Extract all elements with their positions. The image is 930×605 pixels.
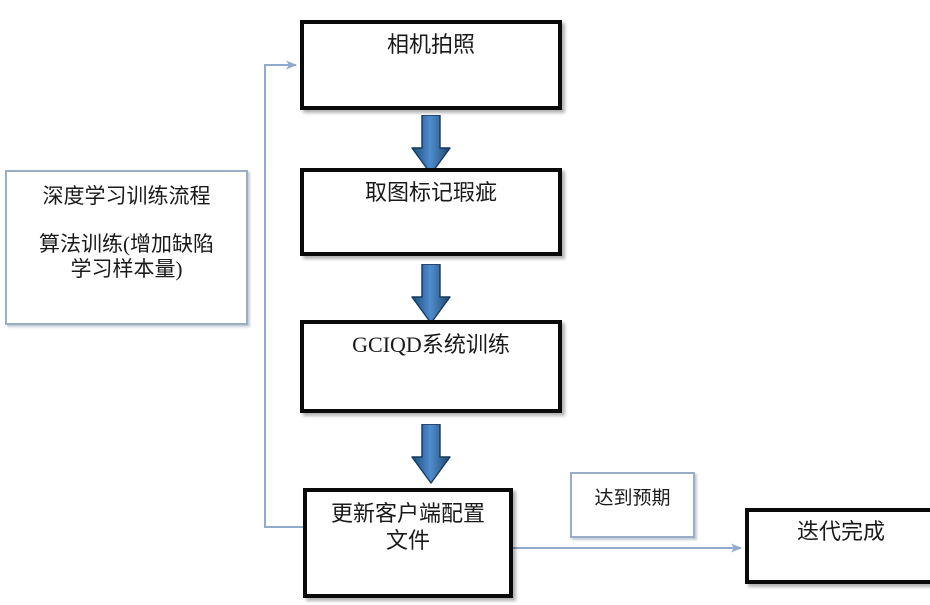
node-training-process-panel[interactable]: 深度学习训练流程 算法训练(增加缺陷 学习样本量) — [5, 170, 248, 325]
node-iteration-complete[interactable]: 迭代完成 — [745, 508, 930, 584]
block-arrow-mark-to-system — [411, 263, 451, 326]
node-iteration-complete-label: 迭代完成 — [796, 519, 885, 544]
node-gciqd-system-training[interactable]: GCIQD系统训练 — [300, 320, 562, 413]
training-panel-title: 深度学习训练流程 — [42, 184, 211, 208]
feedback-connector — [264, 60, 303, 528]
block-arrow-camera-to-mark — [411, 114, 451, 177]
node-update-client-config-file[interactable]: 更新客户端配置 文件 — [303, 488, 513, 598]
node-camera-capture-label: 相机拍照 — [386, 32, 475, 57]
node-camera-capture[interactable]: 相机拍照 — [300, 20, 562, 110]
node-gciqd-system-training-label: GCIQD系统训练 — [352, 332, 510, 357]
node-update-client-config-file-label: 更新客户端配置 文件 — [330, 501, 485, 553]
node-meets-expectation[interactable]: 达到预期 — [570, 472, 695, 538]
block-arrow-system-to-update — [411, 423, 451, 486]
training-panel-detail: 算法训练(增加缺陷 学习样本量) — [39, 231, 214, 282]
node-capture-and-mark-defects-label: 取图标记瑕疵 — [364, 180, 497, 205]
node-capture-and-mark-defects[interactable]: 取图标记瑕疵 — [300, 168, 562, 256]
node-meets-expectation-label: 达到预期 — [594, 488, 671, 509]
